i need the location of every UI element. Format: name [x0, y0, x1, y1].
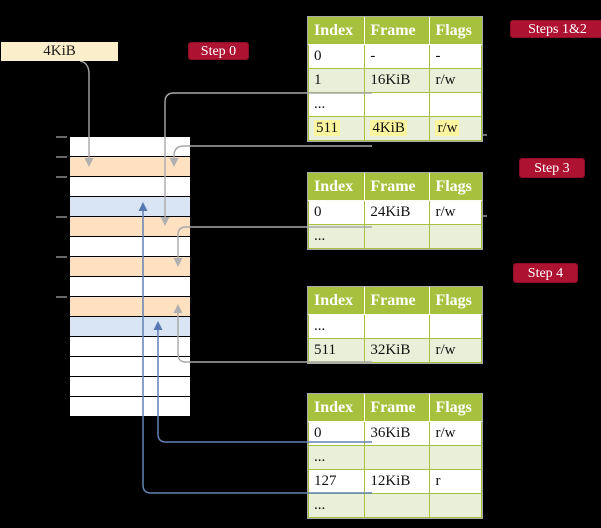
memory-frame-row-peach	[70, 257, 190, 277]
table-row: ...	[307, 493, 482, 518]
memory-frame-row-white	[70, 277, 190, 297]
table-cell	[364, 445, 431, 470]
table-cell: 1	[307, 68, 366, 93]
table-cell	[364, 314, 431, 339]
badge-step-3: Step 3	[519, 158, 585, 178]
table-cell	[429, 92, 482, 117]
column-header-flags: Flags	[429, 173, 482, 201]
table-cell	[429, 314, 482, 339]
column-header-frame: Frame	[364, 17, 430, 45]
column-header-frame: Frame	[364, 394, 430, 422]
arrow-entry511-to-frame-4kib	[173, 145, 372, 158]
table-cell	[364, 493, 431, 518]
table-cell: 511	[307, 338, 366, 363]
physical-memory-stack	[70, 137, 190, 417]
frame-size-label: 4KiB	[43, 43, 76, 59]
table-cell: ...	[307, 224, 366, 249]
table-cell	[364, 92, 431, 117]
table-cell: ...	[307, 493, 366, 518]
table-cell: 16KiB	[364, 68, 431, 93]
table-row: ...	[307, 314, 482, 339]
memory-frame-row-white	[70, 237, 190, 257]
table-cell: 0	[307, 421, 366, 446]
memory-frame-row-white	[70, 377, 190, 397]
table-cell: r	[429, 469, 482, 494]
table-cell: ...	[307, 92, 366, 117]
table-row: ...	[307, 445, 482, 470]
badge-steps-1-2: Steps 1&2	[510, 20, 601, 38]
memory-frame-row-peach	[70, 157, 190, 177]
table-row: ...	[307, 224, 482, 249]
table-cell	[429, 445, 482, 470]
memory-frame-row-peach	[70, 297, 190, 317]
table-cell: 12KiB	[364, 469, 431, 494]
table-cell: r/w	[429, 68, 482, 93]
table-cell	[429, 224, 482, 249]
table-cell: -	[429, 44, 482, 69]
column-header-flags: Flags	[429, 287, 482, 315]
highlighted-value: 511	[314, 120, 340, 136]
memory-frame-row-white	[70, 397, 190, 417]
table-cell: r/w	[429, 200, 482, 225]
table-cell: r/w	[429, 338, 482, 363]
badge-step-4: Step 4	[513, 263, 578, 283]
memory-frame-row-white	[70, 357, 190, 377]
table-row: ...	[307, 92, 482, 117]
memory-frame-row-white	[70, 137, 190, 157]
table-cell: r/w	[429, 116, 482, 141]
table-cell: r/w	[429, 421, 482, 446]
table-cell: 127	[307, 469, 366, 494]
table-cell: 24KiB	[364, 200, 431, 225]
memory-frame-row-white	[70, 177, 190, 197]
highlighted-value: 4KiB	[370, 120, 407, 136]
table-cell: 0	[307, 200, 366, 225]
column-header-index: Index	[308, 17, 365, 45]
frame-size-box: 4KiB	[1, 42, 118, 61]
table-cell: 4KiB	[364, 116, 431, 141]
column-header-flags: Flags	[429, 17, 482, 45]
table-cell: 32KiB	[364, 338, 431, 363]
badge-step-0: Step 0	[188, 42, 249, 60]
table-cell: ...	[307, 314, 366, 339]
memory-frame-row-white	[70, 337, 190, 357]
memory-frame-row-blue	[70, 197, 190, 217]
table-cell: 511	[307, 116, 366, 141]
memory-frame-row-peach	[70, 217, 190, 237]
table-cell: -	[364, 44, 431, 69]
row-stubs	[482, 134, 487, 217]
memory-frame-row-blue	[70, 317, 190, 337]
column-header-frame: Frame	[364, 287, 430, 315]
highlighted-value: r/w	[435, 120, 460, 136]
table-cell	[364, 224, 431, 249]
table-row: 511 4KiB r/w	[307, 116, 482, 141]
memory-tick-marks	[56, 136, 67, 298]
table-cell: ...	[307, 445, 366, 470]
column-header-index: Index	[308, 173, 365, 201]
column-header-flags: Flags	[429, 394, 482, 422]
table-row: 0--	[307, 44, 482, 69]
column-header-frame: Frame	[364, 173, 430, 201]
table-cell: 36KiB	[364, 421, 431, 446]
table-cell: 0	[307, 44, 366, 69]
column-header-index: Index	[308, 394, 365, 422]
table-cell	[429, 493, 482, 518]
column-header-index: Index	[308, 287, 365, 315]
